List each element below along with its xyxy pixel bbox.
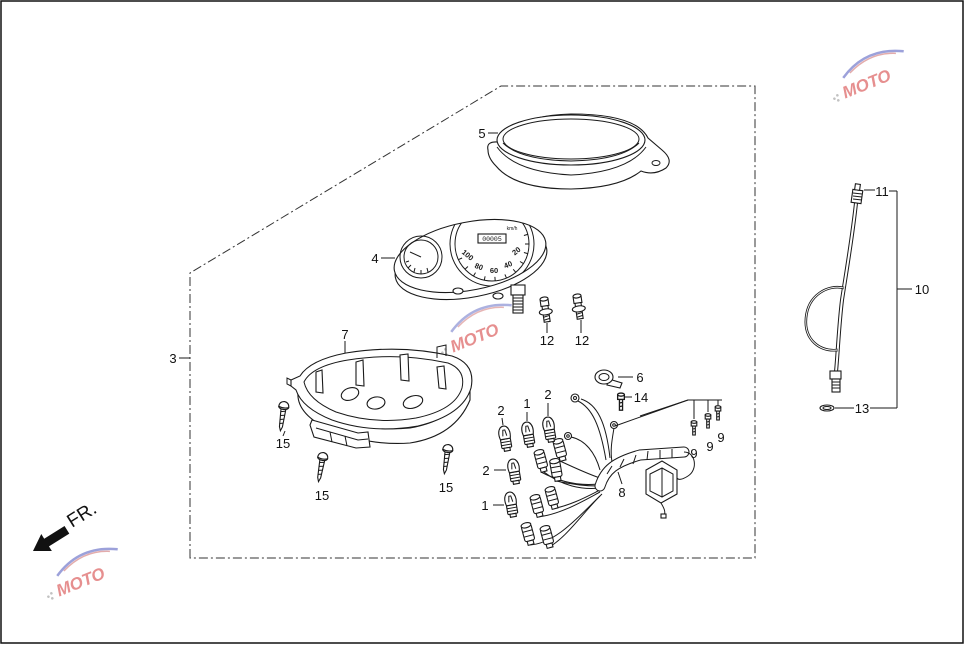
arrow-left-down-icon — [33, 525, 70, 552]
leader-lines — [179, 132, 912, 506]
callout-15: 15 — [276, 436, 290, 451]
callout-4: 4 — [371, 251, 378, 266]
callout-13: 13 — [855, 401, 869, 416]
meter-case-part-7 — [286, 344, 473, 449]
callout-5: 5 — [478, 126, 485, 141]
dial-scale-80: 80 — [473, 261, 484, 272]
callout-2: 2 — [544, 387, 551, 402]
callout-1: 1 — [481, 498, 488, 513]
callout-labels: 5 4 12 12 3 7 6 14 2 1 2 15 2 9 9 9 15 1… — [169, 126, 929, 513]
callout-9: 9 — [717, 430, 724, 445]
callout-8: 8 — [618, 485, 625, 500]
callout-2: 2 — [482, 463, 489, 478]
lens-cover-part-5 — [487, 113, 670, 190]
odometer-reading: 00005 — [482, 236, 502, 243]
fuel-gauge — [399, 235, 443, 279]
case-duct-tab — [309, 419, 371, 449]
speedometer-dial-part-4: 20 40 60 80 100 00005 km/h — [393, 207, 548, 314]
cable-lower-nut — [829, 370, 842, 380]
assembly-boundary-part-3 — [189, 85, 756, 559]
callout-12: 12 — [540, 333, 554, 348]
callout-12: 12 — [575, 333, 589, 348]
speed-unit: km/h — [507, 226, 518, 232]
callout-15: 15 — [439, 480, 453, 495]
callout-2: 2 — [497, 403, 504, 418]
callout-15: 15 — [315, 488, 329, 503]
cable-fitting-part-11 — [850, 183, 864, 205]
odometer-window — [477, 233, 507, 244]
callout-14: 14 — [634, 390, 648, 405]
drive-shaft-housing — [510, 284, 526, 296]
callout-6: 6 — [636, 370, 643, 385]
callout-11: 11 — [875, 184, 889, 199]
o-ring-part-13 — [819, 404, 835, 412]
callout-3: 3 — [169, 351, 176, 366]
speedometer-cable-part-10 — [804, 202, 858, 393]
callout-9: 9 — [706, 439, 713, 454]
callout-1: 1 — [523, 396, 530, 411]
dial-scale-40: 40 — [503, 259, 514, 270]
callout-7: 7 — [341, 327, 348, 342]
callout-9: 9 — [690, 446, 697, 461]
dial-scale-60: 60 — [490, 266, 498, 275]
clip-part-6 — [594, 369, 623, 389]
callout-10: 10 — [915, 282, 929, 297]
